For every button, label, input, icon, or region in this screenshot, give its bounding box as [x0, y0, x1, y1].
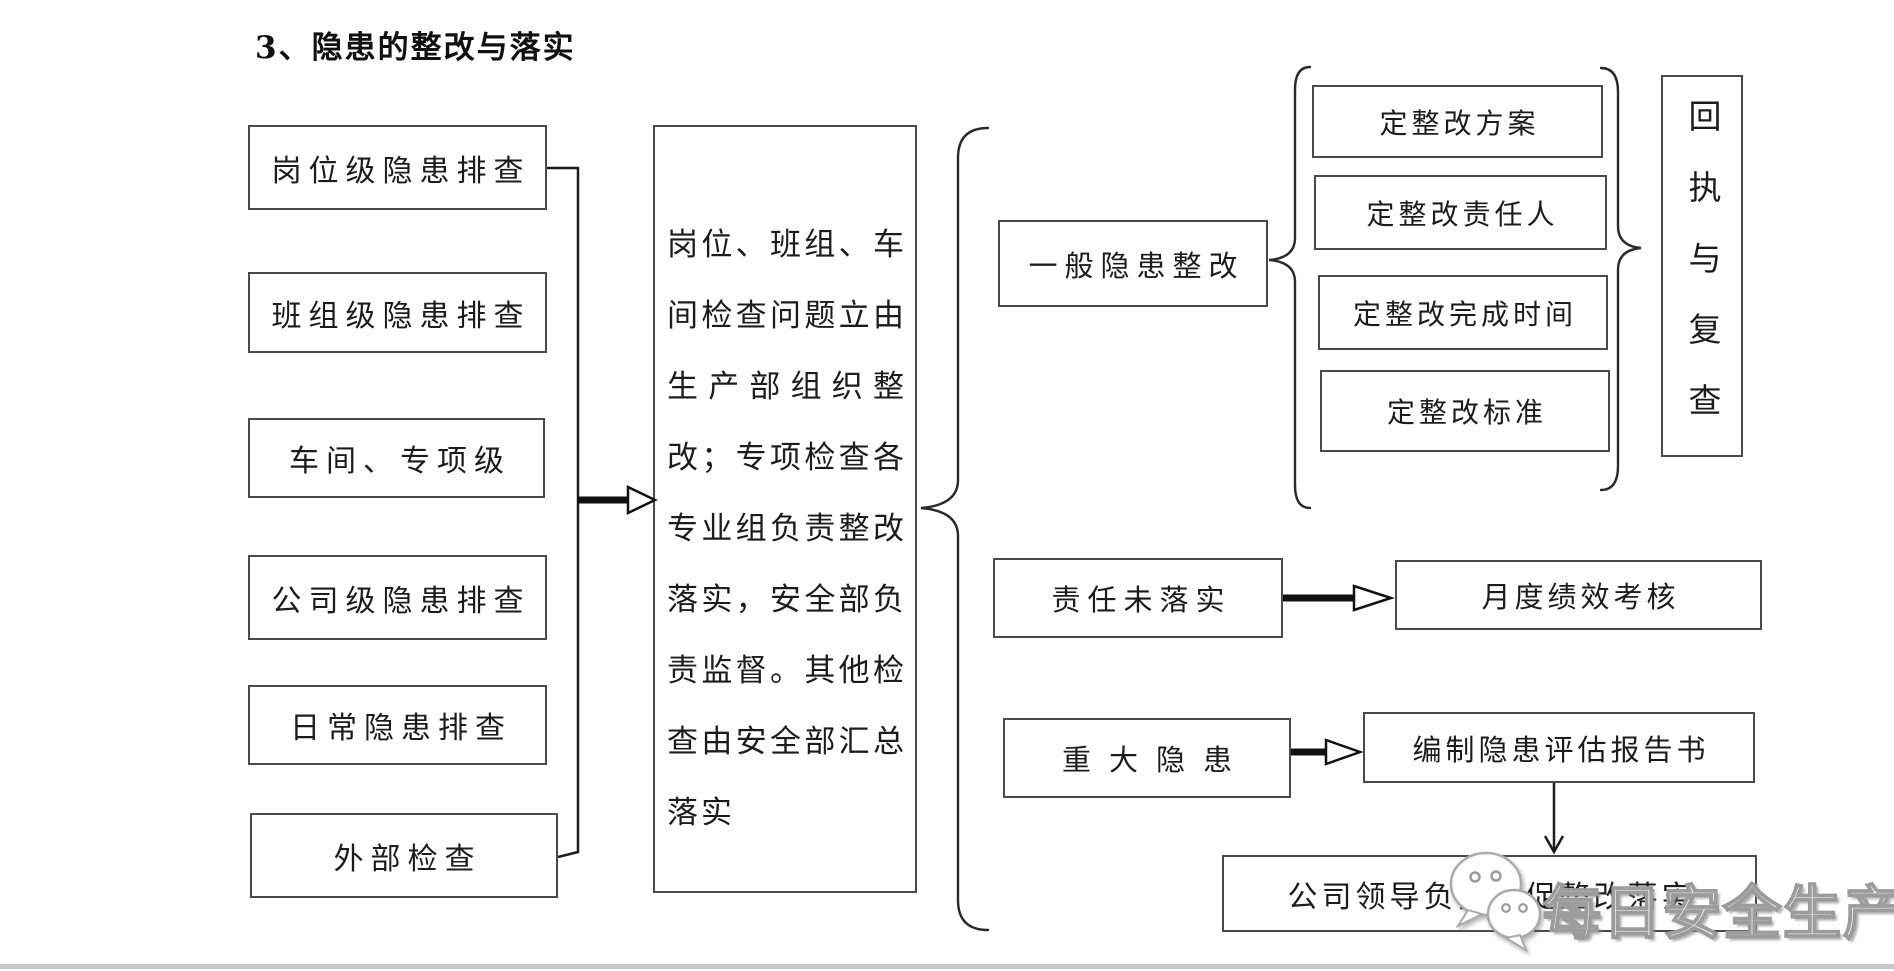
outcome-label: 回执与复查	[1683, 99, 1722, 454]
brace-process-to-branches	[920, 126, 990, 932]
source-box-daily: 日常隐患排查	[248, 685, 547, 765]
outcome-label: 月度绩效考核	[1481, 580, 1680, 614]
source-box-label: 车间、专项级	[289, 444, 511, 479]
major-branch-label: 重大隐患	[1061, 743, 1250, 777]
arrowhead-unfulfilled-to-appraisal	[1352, 584, 1396, 612]
outcome-box-receipt-review: 回执与复查	[1661, 75, 1743, 457]
source-box-workshop-special: 车间、专项级	[248, 418, 545, 498]
unfulfilled-branch-box: 责任未落实	[993, 558, 1283, 638]
outcome-box-monthly-appraisal: 月度绩效考核	[1395, 560, 1762, 630]
major-branch-box: 重大隐患	[1003, 718, 1291, 798]
step-label: 定整改方案	[1379, 106, 1540, 140]
source-box-company-level: 公司级隐患排查	[248, 555, 547, 640]
source-box-label: 日常隐患排查	[290, 711, 512, 746]
source-box-external: 外部检查	[250, 813, 558, 898]
arrowhead-major-to-report	[1324, 738, 1364, 766]
step-box-completion-time: 定整改完成时间	[1318, 275, 1608, 350]
watermark: 每日安全生产	[1448, 848, 1894, 958]
source-box-label: 公司级隐患排查	[271, 583, 531, 619]
wechat-icon	[1449, 851, 1542, 953]
page-title: 3、隐患的整改与落实	[255, 30, 576, 66]
bottom-gray-bar	[0, 964, 1894, 969]
watermark-text: 每日安全生产	[1542, 878, 1894, 948]
step-box-standard: 定整改标准	[1320, 370, 1610, 452]
arrowhead-sources-to-process	[626, 485, 658, 515]
report-box-evaluation-report: 编制隐患评估报告书	[1363, 712, 1755, 783]
source-box-label: 班组级隐患排查	[271, 298, 531, 334]
general-branch-label: 一般隐患整改	[1028, 248, 1245, 283]
unfulfilled-branch-label: 责任未落实	[1051, 583, 1232, 617]
general-branch-box: 一般隐患整改	[998, 220, 1268, 307]
step-box-plan: 定整改方案	[1312, 85, 1603, 158]
source-box-team-level: 班组级隐患排查	[248, 272, 547, 353]
connector-left-collector	[547, 166, 580, 859]
process-box: 岗位、班组、车间检查问题立由生产部组织整改；专项检查各专业组负责整改落实，安全部…	[653, 125, 917, 893]
source-box-label: 外部检查	[333, 841, 482, 877]
step-label: 定整改完成时间	[1352, 297, 1577, 331]
step-label: 定整改标准	[1386, 396, 1547, 429]
source-box-post-level: 岗位级隐患排查	[248, 125, 547, 210]
process-text: 岗位、班组、车间检查问题立由生产部组织整改；专项检查各专业组负责整改落实，安全部…	[667, 227, 907, 831]
source-box-label: 岗位级隐患排查	[271, 153, 531, 189]
report-label: 编制隐患评估报告书	[1412, 732, 1710, 767]
step-label: 定整改责任人	[1366, 197, 1559, 231]
brace-general-to-steps	[1268, 65, 1312, 510]
step-box-responsible-person: 定整改责任人	[1314, 175, 1607, 250]
